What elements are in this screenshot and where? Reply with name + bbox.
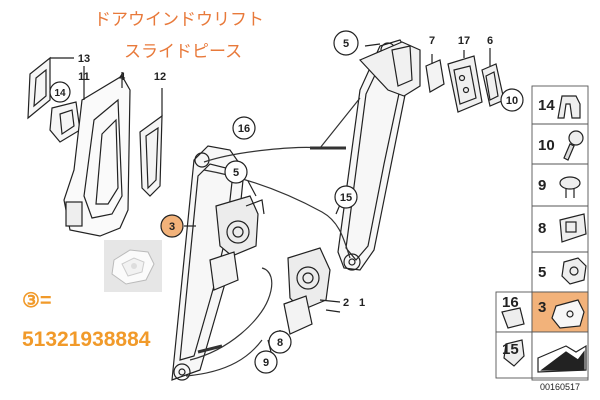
- part-number: 51321938884: [22, 328, 151, 351]
- callout-circle-3-highlight: [160, 214, 184, 238]
- legend-label-3: 3: [538, 299, 546, 316]
- title-slide-piece: スライドピース: [124, 42, 243, 62]
- legend-clip-14: [557, 95, 581, 119]
- window-frame-4: [63, 75, 131, 237]
- callout-circle-10-top: [500, 88, 524, 112]
- callout-5-top: 5: [343, 38, 349, 50]
- callout-9: 9: [263, 357, 269, 369]
- legend-screw-10: [563, 130, 584, 161]
- callout-circle-14-left: [49, 81, 71, 103]
- callout-11: 11: [78, 71, 90, 83]
- circled-three-label: ③=: [22, 290, 52, 312]
- legend-clip-15: [503, 339, 525, 367]
- slide-piece-photo: [104, 240, 162, 292]
- callout-6: 6: [487, 35, 493, 47]
- legend-label-8: 8: [538, 220, 546, 237]
- callout-10-top: 10: [506, 95, 518, 107]
- legend-label-14: 14: [538, 97, 555, 114]
- legend-label-10: 10: [538, 137, 555, 154]
- window-frame-12: [139, 88, 163, 197]
- callout-13: 13: [78, 53, 90, 65]
- slide-pad-7: [425, 54, 445, 93]
- callout-2: 2: [343, 297, 349, 309]
- legend-grommet-8: [559, 213, 587, 243]
- callout-circle-16: [232, 116, 256, 140]
- callout-16: 16: [238, 123, 250, 135]
- callout-circle-5-mid: [224, 160, 248, 184]
- legend-nut-5: [561, 257, 587, 285]
- callout-8: 8: [277, 337, 283, 349]
- callout-circle-5-top: [333, 30, 359, 56]
- legend-label-5: 5: [538, 264, 546, 281]
- legend-arrow-symbol: [537, 344, 587, 373]
- trim-part-11: [49, 101, 81, 143]
- legend-clip-16: [501, 307, 525, 329]
- title-door-window-lift: ドアウインドウリフト: [94, 10, 264, 30]
- callout-17: 17: [458, 35, 470, 47]
- legend-slide-piece-3: [551, 299, 585, 329]
- callout-1: 1: [359, 297, 365, 309]
- callout-circles: [49, 30, 524, 374]
- callout-circle-9: [254, 350, 278, 374]
- callout-12: 12: [154, 71, 166, 83]
- legend-screw-9: [559, 176, 581, 198]
- callout-3: 3: [169, 221, 175, 233]
- diagram-id: 00160517: [540, 382, 580, 392]
- callout-5-mid: 5: [233, 167, 239, 179]
- callout-7: 7: [429, 35, 435, 47]
- legend-label-9: 9: [538, 177, 546, 194]
- legend-label-16: 16: [502, 294, 519, 311]
- callout-15: 15: [340, 192, 352, 204]
- callout-circle-15: [334, 185, 358, 209]
- callout-4: 4: [119, 71, 126, 83]
- callout-circle-8: [268, 330, 292, 354]
- slide-block-6: [481, 48, 505, 107]
- slide-block-17: [447, 50, 483, 113]
- window-motor-lower: [283, 247, 341, 335]
- window-motor-upper: [209, 195, 265, 291]
- regulator-bracket-top: [358, 41, 421, 97]
- trim-part-13: [27, 56, 74, 120]
- legend-label-15: 15: [502, 341, 519, 358]
- callout-14-left: 14: [54, 88, 66, 99]
